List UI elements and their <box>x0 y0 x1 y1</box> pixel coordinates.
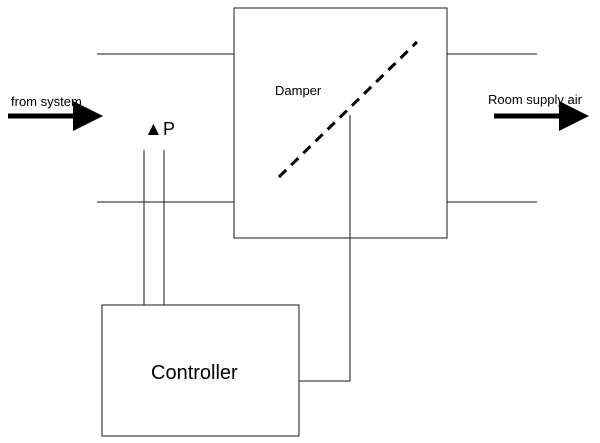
pressure-triangle-icon: ▲ <box>144 119 163 140</box>
inlet-label: from system <box>11 94 82 109</box>
actuator-linkage-line <box>299 115 351 382</box>
controller-box <box>101 304 300 437</box>
damper-blade <box>277 40 419 179</box>
pressure-label: P <box>163 119 175 139</box>
outlet-label: Room supply air <box>488 92 583 107</box>
damper-label: Damper <box>275 83 322 98</box>
controller-label: Controller <box>151 362 238 384</box>
damper-box <box>233 7 448 239</box>
